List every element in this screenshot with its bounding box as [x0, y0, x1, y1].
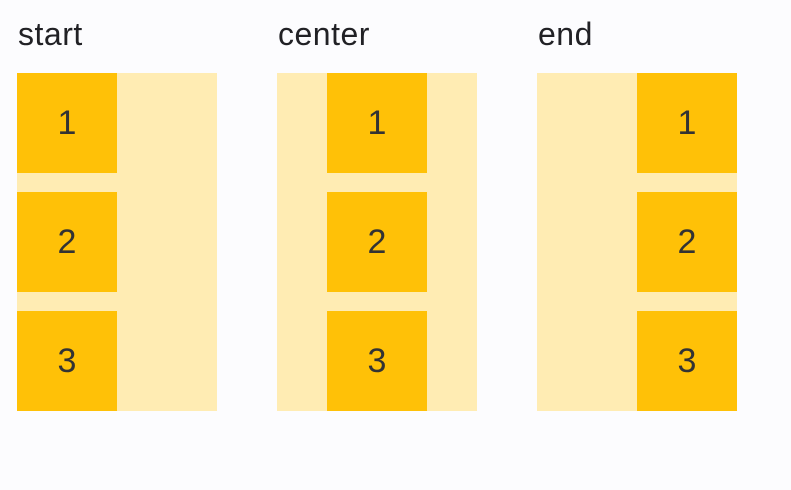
flex-container-end: 1 2 3: [537, 73, 737, 411]
flex-container-center: 1 2 3: [277, 73, 477, 411]
flex-item: 3: [637, 311, 737, 411]
flex-item: 3: [327, 311, 427, 411]
group-label-start: start: [18, 16, 83, 52]
flex-item: 2: [637, 192, 737, 292]
alignment-group-end: end 1 2 3: [537, 16, 737, 411]
flex-item: 1: [17, 73, 117, 173]
alignment-demo: start 1 2 3 center 1 2 3 end 1 2 3: [17, 16, 737, 411]
alignment-group-center: center 1 2 3: [277, 16, 477, 411]
flex-item: 1: [327, 73, 427, 173]
flex-item: 3: [17, 311, 117, 411]
group-label-end: end: [538, 16, 593, 52]
flex-item: 2: [17, 192, 117, 292]
flex-item: 1: [637, 73, 737, 173]
alignment-group-start: start 1 2 3: [17, 16, 217, 411]
flex-container-start: 1 2 3: [17, 73, 217, 411]
group-label-center: center: [278, 16, 370, 52]
flex-item: 2: [327, 192, 427, 292]
